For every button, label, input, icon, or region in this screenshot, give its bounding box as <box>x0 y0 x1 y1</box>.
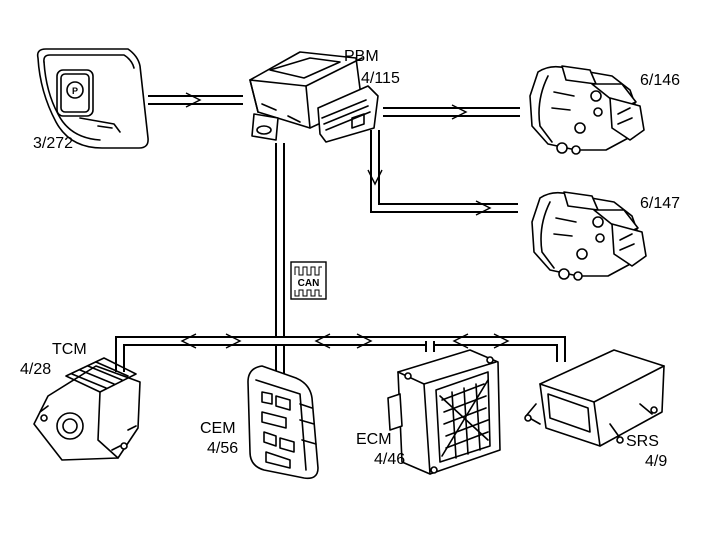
srs-name-label: SRS <box>626 433 659 450</box>
cem-module-illustration <box>247 365 319 480</box>
brake-caliper-left-illustration <box>531 191 647 281</box>
arrow-right-icon <box>451 104 468 120</box>
parking-brake-switch-illustration: P <box>36 48 149 149</box>
arrow-right-icon <box>493 333 510 349</box>
arrow-right-icon <box>475 200 492 216</box>
srs-module-illustration <box>524 349 665 447</box>
can-label: CAN <box>298 278 320 289</box>
component-labels: PBM 4/115 3/272 6/146 6/147 TCM 4/28 CEM… <box>20 48 680 470</box>
tcm-name-label: TCM <box>52 341 87 358</box>
pbm-code-label: 4/115 <box>361 70 400 87</box>
caliper-left-code-label: 6/147 <box>640 195 680 212</box>
tcm-module-illustration <box>33 357 141 461</box>
connection-lines <box>115 95 566 382</box>
switch-code-label: 3/272 <box>33 135 73 152</box>
arrow-right-icon <box>185 92 202 108</box>
pbm-module-illustration <box>249 51 379 143</box>
can-bus-symbol: CAN <box>290 261 327 300</box>
ecm-code-label: 4/46 <box>374 451 405 468</box>
ecm-name-label: ECM <box>356 431 392 448</box>
brake-caliper-right-illustration <box>529 65 645 155</box>
arrow-left-icon <box>452 333 469 349</box>
ecm-module-illustration <box>387 349 501 475</box>
cem-code-label: 4/56 <box>207 440 238 457</box>
svg-text:P: P <box>72 86 78 96</box>
flow-arrows <box>180 92 510 349</box>
tcm-code-label: 4/28 <box>20 361 51 378</box>
srs-code-label: 4/9 <box>645 453 667 470</box>
caliper-right-code-label: 6/146 <box>640 72 680 89</box>
arrow-left-icon <box>180 333 197 349</box>
cem-name-label: CEM <box>200 420 236 437</box>
arrow-left-icon <box>314 333 331 349</box>
arrow-right-icon <box>356 333 373 349</box>
arrow-down-icon <box>367 169 383 186</box>
pbm-name-label: PBM <box>344 48 379 65</box>
arrow-right-icon <box>225 333 242 349</box>
